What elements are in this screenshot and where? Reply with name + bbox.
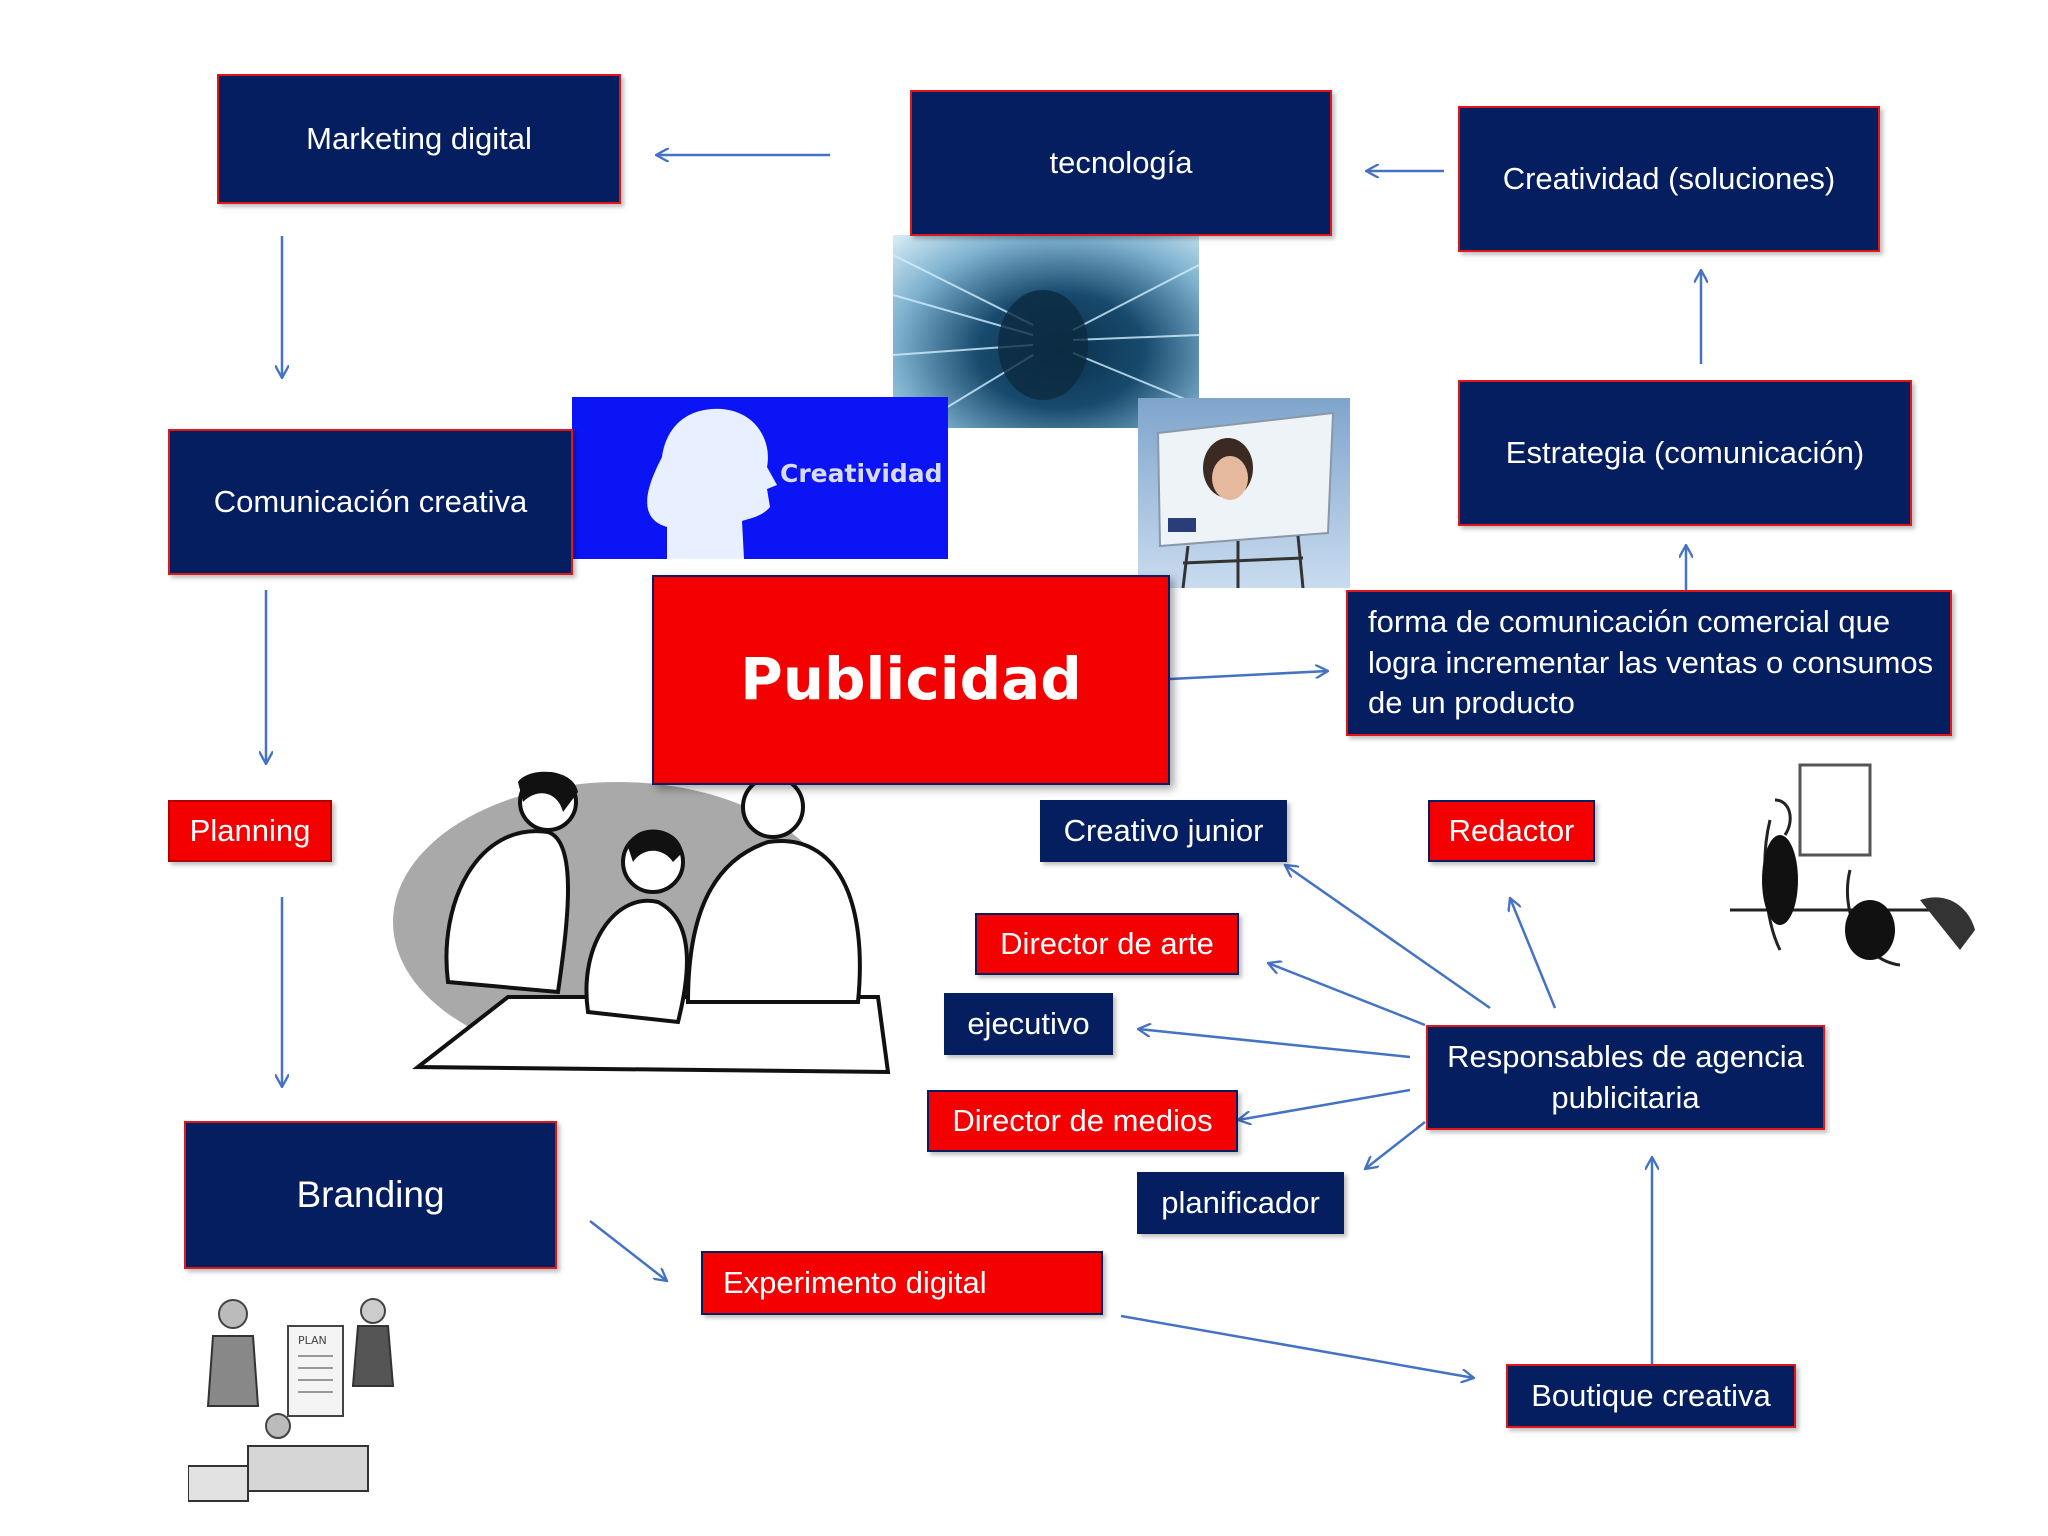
estrategia-label: Estrategia (comunicación)	[1505, 434, 1865, 470]
director-medios-label: Director de medios	[952, 1102, 1213, 1138]
node-planning: Planning	[168, 800, 332, 862]
node-tecnologia: tecnología	[910, 90, 1332, 236]
experimento-digital-label: Experimento digital	[723, 1264, 987, 1300]
definicion-label: forma de comunicación comercial que logr…	[1368, 603, 1934, 721]
ejecutivo-label: ejecutivo	[967, 1005, 1090, 1041]
team-planning-illustration	[388, 752, 940, 1090]
arrow-responsables-to-planificador	[1365, 1121, 1426, 1169]
marketing-digital-label: Marketing digital	[306, 120, 532, 156]
publicidad-label: Publicidad	[740, 645, 1082, 714]
comunicacion-creativa-label: Comunicación creativa	[213, 483, 528, 519]
creativo-junior-label: Creativo junior	[1063, 812, 1264, 848]
responsables-label: Responsables de agencia publicitaria	[1447, 1039, 1804, 1115]
tecnologia-label: tecnología	[1049, 144, 1193, 180]
node-redactor: Redactor	[1428, 800, 1595, 862]
node-ejecutivo: ejecutivo	[944, 993, 1113, 1055]
node-experimento-digital: Experimento digital	[701, 1251, 1103, 1315]
svg-text:PLAN: PLAN	[298, 1334, 327, 1347]
node-comunicacion-creativa: Comunicación creativa	[168, 429, 573, 575]
boutique-creativa-label: Boutique creativa	[1531, 1377, 1771, 1413]
node-branding: Branding	[184, 1121, 557, 1269]
node-definicion: forma de comunicación comercial que logr…	[1346, 590, 1952, 736]
arrow-publicidad-to-definicion	[1169, 671, 1328, 681]
arrow-responsables-to-redactor	[1510, 898, 1557, 1009]
redactor-label: Redactor	[1448, 812, 1575, 848]
arrow-responsables-to-director-arte	[1268, 963, 1426, 1027]
arrow-responsables-to-creativo-junior	[1285, 865, 1491, 1010]
arrow-responsables-to-director-medios	[1238, 1088, 1411, 1120]
technology-image	[893, 235, 1199, 428]
publicidad-central-node: Publicidad	[652, 575, 1170, 785]
node-planificador: planificador	[1137, 1172, 1344, 1234]
node-director-medios: Director de medios	[927, 1090, 1238, 1152]
node-creativo-junior: Creativo junior	[1040, 800, 1287, 862]
planning-label: Planning	[189, 812, 311, 848]
billboard-image	[1138, 398, 1350, 588]
presentation-sketch	[1720, 760, 1982, 998]
node-responsables: Responsables de agencia publicitaria	[1426, 1025, 1825, 1130]
creatividad-soluciones-label: Creatividad (soluciones)	[1502, 160, 1836, 196]
arrow-responsables-to-ejecutivo	[1138, 1029, 1411, 1059]
node-creatividad-soluciones: Creatividad (soluciones)	[1458, 106, 1880, 252]
team-plan-clipart: PLAN	[188, 1296, 406, 1508]
node-director-arte: Director de arte	[975, 913, 1239, 975]
node-marketing-digital: Marketing digital	[217, 74, 621, 204]
arrow-branding-to-experimento	[589, 1220, 667, 1281]
planificador-label: planificador	[1161, 1184, 1320, 1220]
node-boutique-creativa: Boutique creativa	[1506, 1364, 1796, 1428]
arrow-experimento-to-boutique	[1120, 1314, 1474, 1378]
creatividad-head-image: Creatividad	[572, 397, 948, 559]
director-arte-label: Director de arte	[1000, 925, 1214, 961]
node-estrategia: Estrategia (comunicación)	[1458, 380, 1912, 526]
creatividad-image-text: Creatividad	[780, 459, 943, 488]
branding-label: Branding	[296, 1173, 445, 1215]
